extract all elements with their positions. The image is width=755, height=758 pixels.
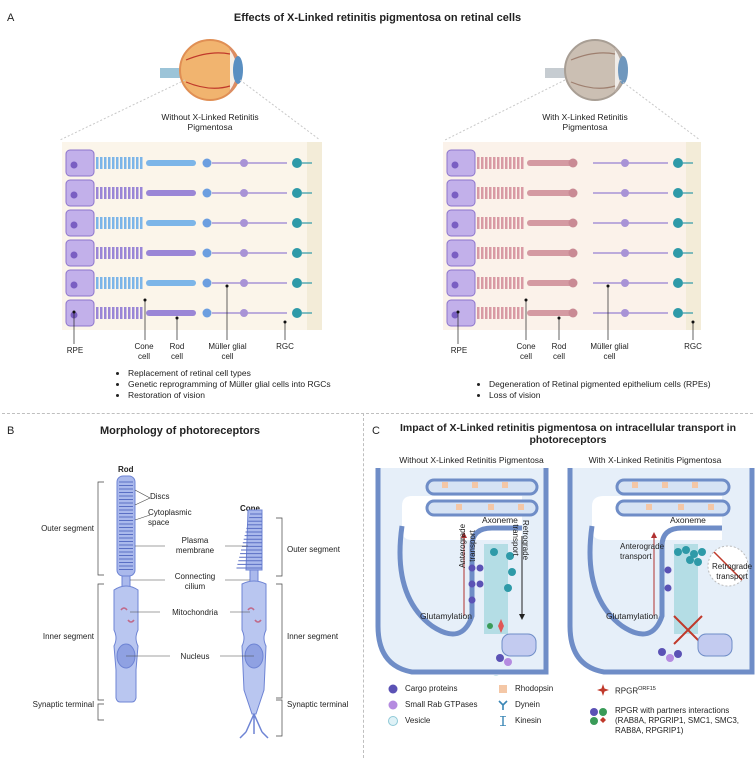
label-synaptic-terminal-left: Synaptic terminal: [32, 700, 94, 709]
eye-healthy-illustration: [160, 39, 243, 101]
bullet-item: Replacement of retinal cell types: [128, 368, 378, 379]
legend-vesicle: Vesicle: [388, 716, 430, 726]
label-rgc-right: RGC: [684, 342, 702, 351]
label-cone-left: Cone cell: [134, 342, 154, 361]
legend-rpgr: RPGRORF15: [596, 684, 656, 697]
panel-c-title: Impact of X-Linked retinitis pigmentosa …: [399, 422, 737, 446]
anterograde-label-right: Anterograde transport: [620, 542, 665, 561]
dynein-icon: [498, 700, 508, 710]
panel-b-title: Morphology of photoreceptors: [99, 425, 261, 437]
legend-label: Kinesin: [515, 716, 542, 725]
panel-c-left-caption: Without X-Linked Retinitis Pigmentosa: [399, 455, 544, 465]
rod-title: Rod: [118, 465, 134, 474]
legend-rhodopsin: Rhodopsin: [498, 684, 553, 694]
legend-label: Small Rab GTPases: [405, 700, 478, 709]
label-cone-right: Cone cell: [516, 342, 536, 361]
label-connecting-cilium: Connecting cilium: [165, 572, 225, 591]
kinesin-icon: [500, 716, 506, 726]
legend-label: Rhodopsin: [515, 684, 554, 693]
legend-rab: Small Rab GTPases: [388, 700, 477, 710]
bullet-item: Degeneration of Retinal pigmented epithe…: [489, 379, 755, 390]
label-plasma-membrane: Plasma membrane: [165, 536, 225, 555]
legend-label: RPGR with partners interactions (RAB8A, …: [615, 706, 740, 735]
legend-label: RPGRORF15: [615, 684, 656, 697]
axoneme-label-left: Axoneme: [482, 515, 518, 525]
legend-kinesin: Kinesin: [498, 716, 541, 726]
bullet-item: Genetic reprogramming of Müller glial ce…: [128, 379, 378, 390]
transport-illustration: [375, 468, 755, 676]
rpgr-partners-icon: [590, 708, 607, 725]
label-nucleus: Nucleus: [170, 652, 220, 662]
cargo-icon: [388, 684, 398, 694]
label-discs: Discs: [150, 492, 170, 501]
vesicle-icon: [388, 716, 398, 726]
label-outer-segment-left: Outer segment: [41, 524, 94, 533]
divider-horizontal: [2, 413, 753, 414]
legend-label: Dynein: [515, 700, 540, 709]
label-muller-left: Müller glial cell: [208, 342, 247, 361]
glutamylation-label-left: Glutamylation: [420, 611, 472, 621]
label-rod-right: Rod cell: [551, 342, 567, 361]
label-inner-segment-right: Inner segment: [287, 632, 339, 641]
legend-label: Vesicle: [405, 716, 431, 725]
zoom-lines: [59, 79, 701, 141]
label-leaders: [72, 284, 695, 344]
retina-healthy-illustration: [62, 142, 322, 330]
panel-c-letter: C: [372, 425, 380, 437]
bullet-item: Restoration of vision: [128, 390, 378, 401]
legend-dynein: Dynein: [498, 700, 540, 710]
rab-gtpase-icon: [388, 700, 398, 710]
legend: Cargo proteins Small Rab GTPases Vesicle…: [388, 684, 753, 754]
panel-a-right-caption: With X-Linked Retinitis Pigmentosa: [542, 112, 628, 132]
rhodopsin-icon: [499, 685, 507, 693]
panel-c-right-caption: With X-Linked Retinitis Pigmentosa: [588, 455, 722, 465]
retina-diseased-illustration: [443, 142, 701, 330]
label-rgc-left: RGC: [276, 342, 294, 351]
label-rod-left: Rod cell: [169, 342, 185, 361]
legend-partners: RPGR with partners interactions (RAB8A, …: [588, 706, 739, 736]
label-rpe-left: RPE: [66, 346, 84, 355]
anterograde-label-left: Anterograde transport: [458, 523, 477, 568]
legend-cargo: Cargo proteins: [388, 684, 457, 694]
glutamylation-label-right: Glutamylation: [606, 611, 658, 621]
rpgr-star-icon: [597, 684, 609, 696]
label-inner-segment-left: Inner segment: [42, 632, 94, 641]
legend-label: Cargo proteins: [405, 684, 458, 693]
label-mitochondria: Mitochondria: [160, 608, 230, 618]
label-cytoplasmic-space: Cytoplasmic space: [148, 508, 192, 527]
panel-a-title: Effects of X-Linked retinitis pigmentosa…: [233, 12, 522, 24]
photoreceptor-illustration: [97, 475, 283, 739]
label-outer-segment-right: Outer segment: [287, 545, 340, 554]
label-rpe-right: RPE: [450, 346, 468, 355]
retrograde-label-right: Retrograde transport: [712, 562, 753, 581]
label-synaptic-terminal-right: Synaptic terminal: [287, 700, 349, 709]
panel-a-left-caption: Without X-Linked Retinitis Pigmentosa: [161, 112, 259, 132]
label-muller-right: Müller glial cell: [590, 342, 629, 361]
bullet-item: Loss of vision: [489, 390, 755, 401]
panel-a-left-bullets: Replacement of retinal cell types Geneti…: [116, 368, 378, 401]
panel-b-letter: B: [7, 425, 15, 437]
axoneme-label-right: Axoneme: [670, 515, 706, 525]
rpgr-superscript: ORF15: [638, 686, 656, 692]
panel-a-letter: A: [7, 12, 15, 24]
retrograde-label-left: Retrograde transport: [511, 520, 531, 561]
cone-title: Cone: [240, 504, 260, 513]
rpgr-text: RPGR: [615, 686, 639, 696]
divider-vertical: [363, 413, 364, 758]
panel-a-right-bullets: Degeneration of Retinal pigmented epithe…: [477, 379, 755, 401]
